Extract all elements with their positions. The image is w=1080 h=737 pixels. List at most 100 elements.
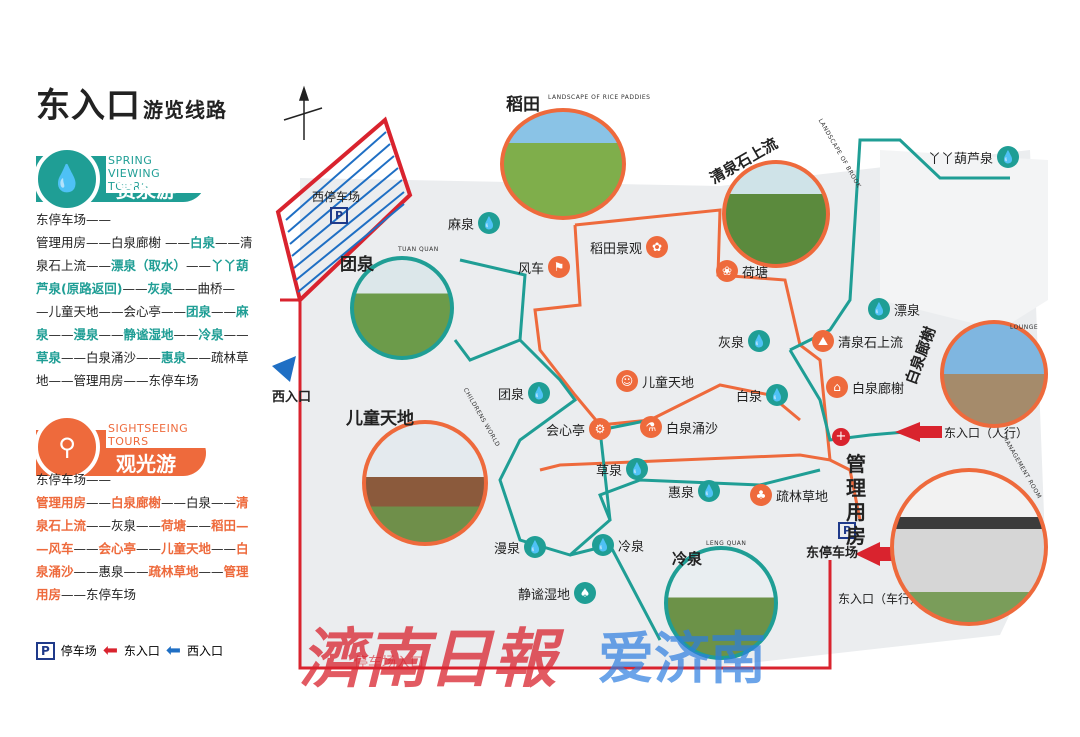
poi-shulin[interactable]: ♣疏林草地 xyxy=(750,484,828,506)
photo-lengquan-en: LENG QUAN xyxy=(706,540,747,547)
west-parking-label: 西停车场 xyxy=(312,190,361,204)
route-segment: —— xyxy=(136,541,162,556)
route-segment: ——疏林草 xyxy=(186,350,249,365)
route-segment: —儿童天地——会心亭—— xyxy=(36,304,187,319)
photo-tuanquan-en: TUAN QUAN xyxy=(398,246,439,253)
route-segment: 静谧湿地 xyxy=(123,327,174,342)
photo-children xyxy=(362,420,488,546)
route-segment: —— xyxy=(48,327,74,342)
route-segment: —— xyxy=(186,518,212,533)
route-segment: 芦泉(原路返回) xyxy=(36,281,123,296)
legend: P 停车场 ⬅ 东入口 ⬅ 西入口 xyxy=(36,640,223,661)
route-segment: 管理 xyxy=(223,564,249,579)
route-segment: ——白泉—— xyxy=(161,495,237,510)
route-segment: 惠泉 xyxy=(161,350,187,365)
route-segment: 灰泉 xyxy=(147,281,173,296)
pavilion-icon: ⌂ xyxy=(826,376,848,398)
poi-caoquan[interactable]: 草泉💧 xyxy=(596,458,649,480)
photo-lengquan-title: 冷泉 xyxy=(672,550,703,568)
spring-icon: 💧 xyxy=(592,534,614,556)
route-segment: 疏林草地 xyxy=(148,564,199,579)
route-segment: 清 xyxy=(236,495,249,510)
route-segment: 东停车场—— xyxy=(36,472,112,487)
route-segment: ——灰泉—— xyxy=(86,518,162,533)
first-aid-icon: + xyxy=(832,428,850,446)
legend-parking: 停车场 xyxy=(60,644,97,658)
route-segment: 白 xyxy=(236,541,249,556)
route-segment: ——惠泉—— xyxy=(73,564,149,579)
route-segment: 泉涌沙 xyxy=(36,564,74,579)
photo-management xyxy=(890,468,1048,626)
poi-yongsha[interactable]: ⚗白泉涌沙 xyxy=(640,416,718,438)
route-segment: —— xyxy=(173,327,199,342)
poi-fengche[interactable]: 风车⚑ xyxy=(518,256,571,278)
east-entrance-walk-label: 东入口（人行） xyxy=(944,426,1029,440)
poi-tuanquan[interactable]: 团泉💧 xyxy=(498,382,551,404)
spring-icon: 💧 xyxy=(698,480,721,502)
location-pin-icon: ⚲ xyxy=(34,414,100,480)
route-segment: —— xyxy=(198,564,224,579)
poi-grey-spring[interactable]: 灰泉💧 xyxy=(718,330,771,352)
west-parking-lot xyxy=(275,116,413,420)
spring-icon: 💧 xyxy=(766,384,789,406)
route-segment: ——白泉涌沙—— xyxy=(61,350,162,365)
route-segment: 用房 xyxy=(36,587,62,602)
photo-tuanquan-title: 团泉 xyxy=(340,255,374,275)
spring-icon: 💧 xyxy=(626,458,649,480)
poi-ertong[interactable]: ☺儿童天地 xyxy=(616,370,694,392)
east-entrance-car-label: 东入口（车行） xyxy=(838,592,923,606)
poi-baiquan-lang[interactable]: ⌂白泉廊榭 xyxy=(826,376,904,398)
photo-management-title: 管理用房 xyxy=(846,452,866,548)
route-segment: —— xyxy=(98,327,124,342)
poi-maquan[interactable]: 麻泉💧 xyxy=(448,212,501,234)
legend-east: 东入口 xyxy=(123,644,160,658)
route-segment: 团泉 xyxy=(186,304,212,319)
spring-tour-en: SPRING VIEWING TOURS xyxy=(106,154,206,193)
photo-qingquan xyxy=(722,160,830,268)
poi-huiquan[interactable]: 惠泉💧 xyxy=(668,480,721,502)
poi-qingquan[interactable]: ⛰清泉石上流 xyxy=(812,330,903,352)
route-segment: 麻 xyxy=(236,304,249,319)
route-line: —儿童天地——会心亭——团泉——麻 xyxy=(36,300,272,323)
poi-lengquan[interactable]: 💧冷泉 xyxy=(592,534,644,556)
wetland-icon: ♠ xyxy=(574,582,597,604)
route-segment: 地——管理用房——东停车场 xyxy=(36,373,199,388)
route-line: 泉石上流——灰泉——荷塘——稻田— xyxy=(36,514,272,537)
poi-yaya[interactable]: 丫丫葫芦泉💧 xyxy=(928,146,1020,168)
route-line: 芦泉(原路返回)——灰泉——曲桥— xyxy=(36,277,272,300)
photo-daotian xyxy=(500,108,626,220)
west-arrow-icon: ⬅ xyxy=(165,640,182,661)
east-entrance-arrow-walk xyxy=(895,422,942,442)
route-line: 地——管理用房——东停车场 xyxy=(36,369,272,392)
poi-baiquan[interactable]: 白泉💧 xyxy=(736,384,789,406)
route-segment: 管理用房——白泉廊榭 —— xyxy=(36,235,190,250)
route-segment: 白泉 xyxy=(189,235,215,250)
route-line: 管理用房——白泉廊榭——白泉——清 xyxy=(36,491,272,514)
spring-icon: 💧 xyxy=(478,212,501,234)
sand-icon: ⚗ xyxy=(640,416,662,438)
poi-daotian[interactable]: 稻田景观✿ xyxy=(590,236,669,258)
route-segment: 稻田— xyxy=(211,518,249,533)
spring-tour-cn: 赏泉游 xyxy=(116,178,176,202)
poi-hetang[interactable]: ❀荷塘 xyxy=(716,260,768,282)
route-segment: 白泉廊榭 xyxy=(111,495,162,510)
spring-icon: 💧 xyxy=(524,536,547,558)
photo-lengquan xyxy=(664,546,778,660)
route-segment: 儿童天地 xyxy=(161,541,212,556)
west-entrance-label: 西入口 xyxy=(272,390,312,405)
route-segment: 冷泉 xyxy=(198,327,224,342)
poi-piaoquan[interactable]: 💧漂泉 xyxy=(868,298,920,320)
poi-jingmi[interactable]: 静谧湿地♠ xyxy=(518,582,597,604)
spring-icon: 💧 xyxy=(528,382,551,404)
route-line: 泉石上流——漂泉（取水）——丫丫葫 xyxy=(36,254,272,277)
poi-manquan[interactable]: 漫泉💧 xyxy=(494,536,547,558)
route-segment: 漂泉（取水） xyxy=(111,258,187,273)
water-drop-icon: 💧 xyxy=(34,146,100,212)
lotus-icon: ❀ xyxy=(716,260,738,282)
photo-tuanquan xyxy=(350,256,454,360)
boundary-road xyxy=(298,420,832,670)
route-segment: ——清 xyxy=(215,235,253,250)
route-line: 泉——漫泉——静谧湿地——冷泉—— xyxy=(36,323,272,346)
poi-huixin[interactable]: 会心亭⚙ xyxy=(546,418,612,440)
photo-lounge xyxy=(940,320,1048,428)
